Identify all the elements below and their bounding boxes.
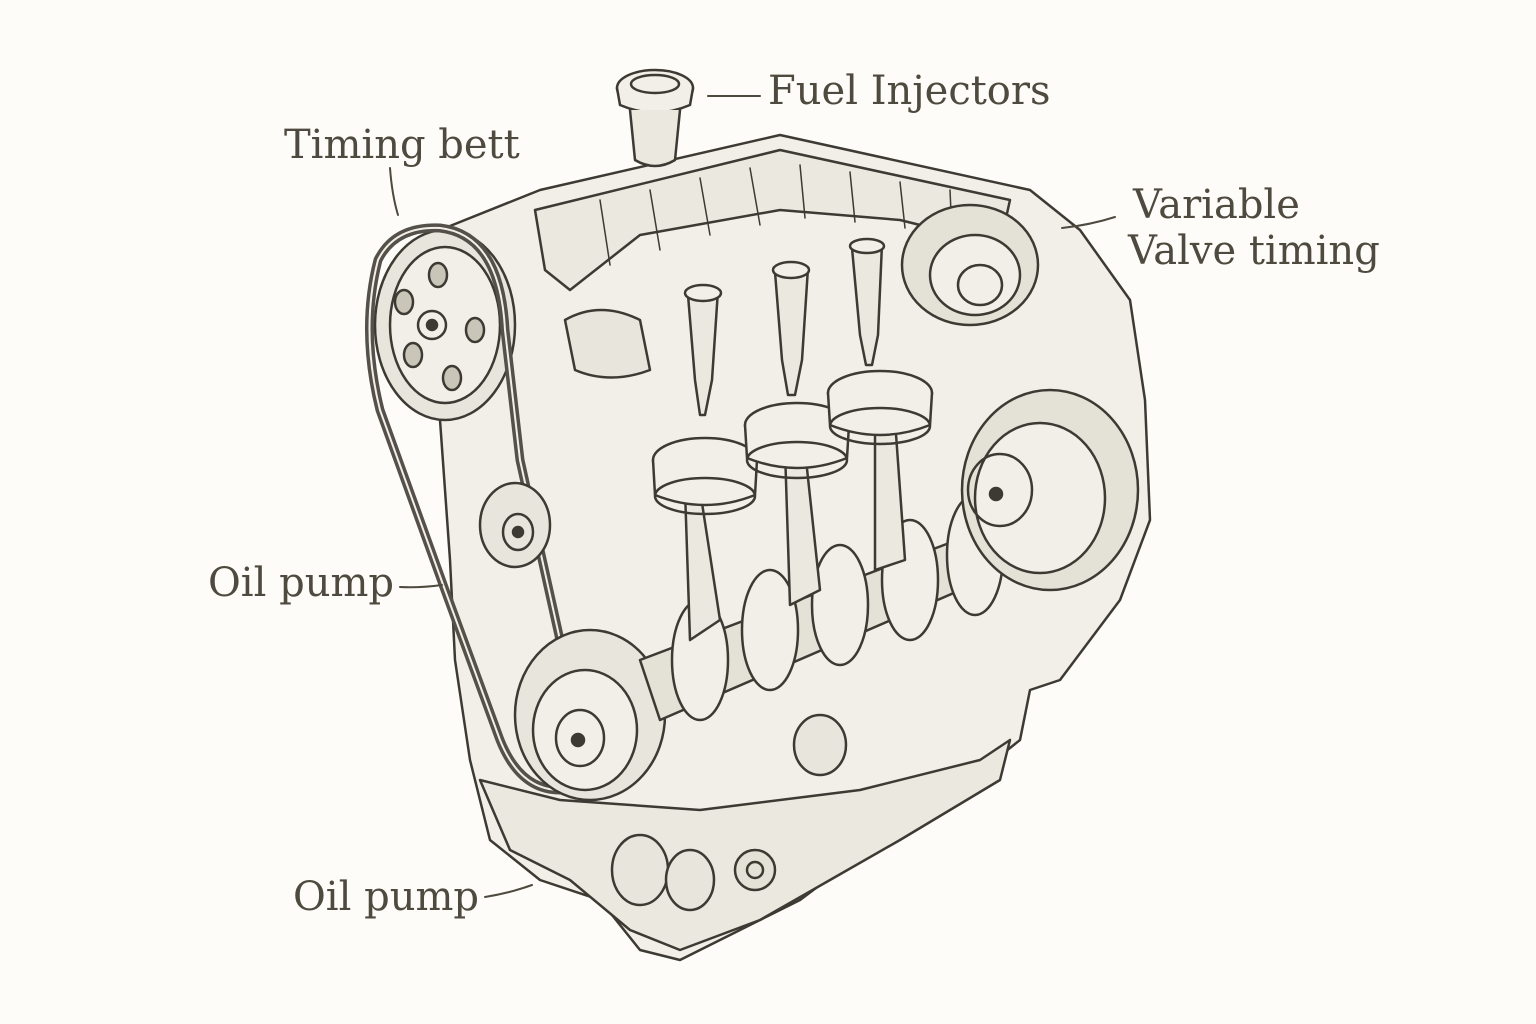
fuel-injectors <box>683 237 886 417</box>
label-vvt-line2: Valve timing <box>1128 228 1380 274</box>
oil-pan <box>478 738 1012 952</box>
pistons <box>651 369 934 516</box>
crank-pulley <box>513 628 667 802</box>
connecting-rods <box>683 418 907 642</box>
leader-vvt <box>1061 216 1116 229</box>
fuel-injector-cap <box>615 68 695 168</box>
idler-pulley <box>478 481 552 569</box>
leader-oil-pump-upper <box>399 584 443 589</box>
alternator-pulley <box>960 388 1140 592</box>
label-oil-pump-lower: Oil pump <box>293 874 479 920</box>
label-timing-belt: Timing bett <box>284 122 520 168</box>
label-variable-valve-timing: Variable Valve timing <box>1128 182 1380 274</box>
intake-manifold <box>563 308 652 379</box>
label-oil-pump-upper: Oil pump <box>208 560 394 606</box>
cam-sprocket <box>373 228 517 422</box>
vvt-gear <box>900 203 1040 327</box>
leader-oil-pump-lower <box>484 884 533 898</box>
engine-mount <box>610 713 848 912</box>
oil-pan-plug <box>733 848 777 892</box>
label-fuel-injectors: Fuel Injectors <box>768 68 1051 114</box>
leader-timing-belt <box>389 167 399 216</box>
crankshaft <box>638 493 1032 722</box>
label-vvt-line1: Variable <box>1133 182 1300 228</box>
valve-cover <box>533 148 1012 292</box>
